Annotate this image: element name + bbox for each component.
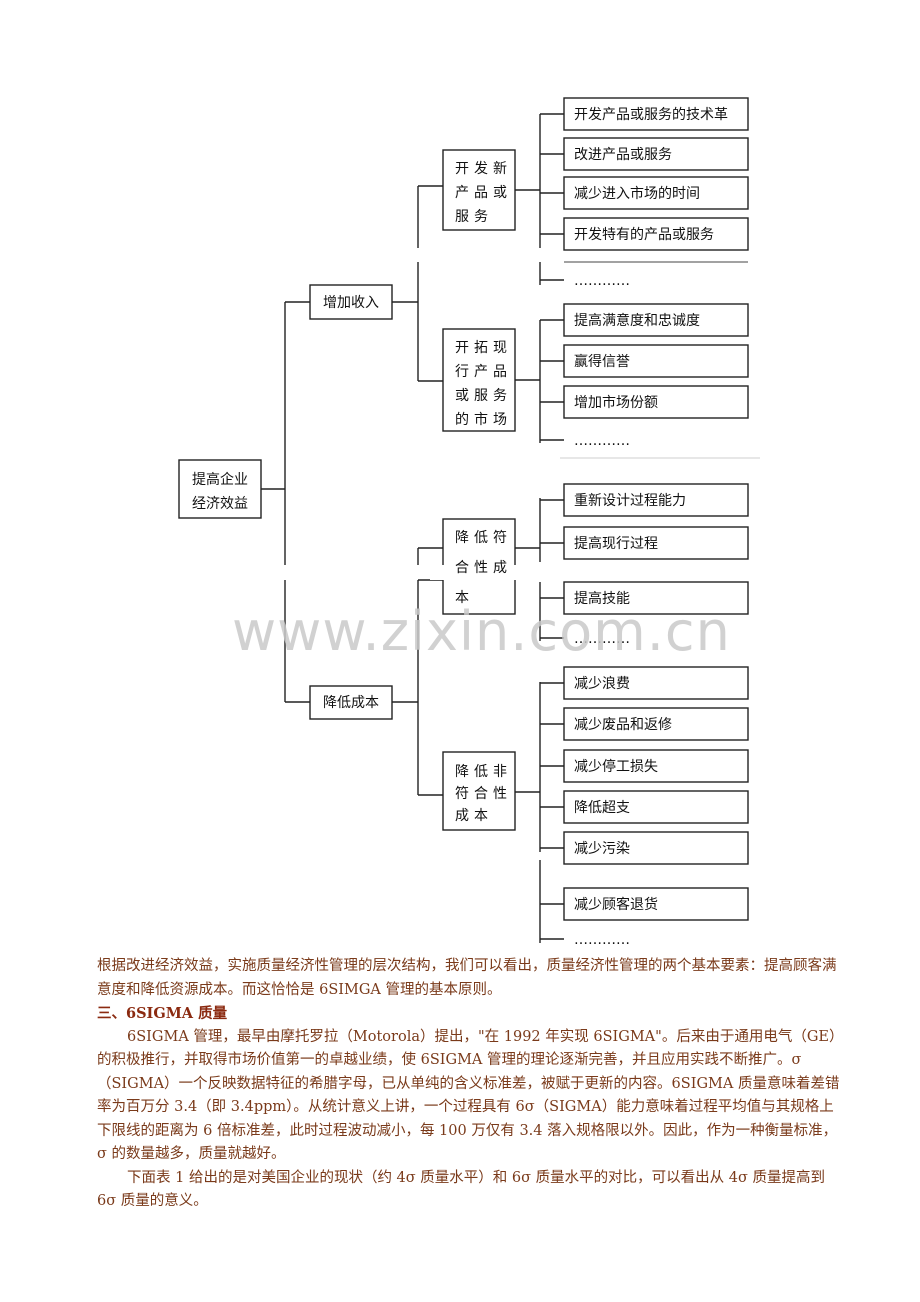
node-nonconformance-label-line: 符合性 (455, 786, 512, 802)
root-label-1: 提高企业 (192, 471, 248, 488)
section-heading: 三、6SIGMA 质量 (97, 1005, 228, 1022)
leaf-label: 提高现行过程 (574, 535, 658, 552)
leaf-label: 减少顾客退货 (574, 896, 658, 913)
branch-increase-box (309, 284, 393, 320)
leaf-label: 减少废品和返修 (574, 717, 672, 733)
leaf-label: 重新设计过程能力 (574, 493, 686, 509)
watermark: www.zixin.com.cn (232, 600, 731, 663)
body-text: 根据改进经济效益，实施质量经济性管理的层次结构，我们可以看出，质量经济性管理的两… (97, 955, 842, 1214)
root-box (178, 459, 262, 519)
leaf-box (563, 385, 749, 419)
node-develop-market-box (442, 328, 516, 432)
node-nonconformance-box (442, 751, 516, 831)
leaf-label: 改进产品或服务 (574, 147, 672, 163)
node-nonconformance-label-line: 降低非 (455, 764, 512, 780)
leaf-ellipsis: ………… (574, 273, 630, 289)
leaf-box (563, 526, 749, 560)
leaf-box (563, 831, 749, 865)
leaf-label: 赢得信誉 (574, 353, 630, 370)
leaf-ellipsis: ………… (574, 631, 630, 647)
leaf-box (563, 137, 749, 171)
leaf-label: 提高技能 (574, 590, 630, 607)
leaf-label: 开发特有的产品或服务 (574, 227, 714, 243)
branch-decrease-box (309, 685, 393, 720)
leaf-label: 开发产品或服务的技术革 (574, 107, 728, 123)
node-develop-new-label-line: 开发新 (455, 161, 512, 177)
paragraph-table-intro: 下面表 1 给出的是对美国企业的现状（约 4σ 质量水平）和 6σ 质量水平的对… (97, 1169, 825, 1210)
leaf-label: 提高满意度和忠诚度 (574, 312, 700, 329)
leaf-box (563, 97, 749, 131)
branch-increase-label: 增加收入 (323, 295, 379, 311)
node-conformance-label-line: 合性成 (455, 560, 512, 576)
leaf-label: 减少停工损失 (574, 758, 658, 775)
leaf-box (563, 217, 749, 251)
node-develop-new-label-line: 服务 (455, 209, 493, 225)
node-conformance-label-line: 本 (455, 590, 474, 606)
leaf-box (563, 483, 749, 517)
leaf-label: 减少浪费 (574, 676, 630, 692)
leaf-box (563, 176, 749, 210)
leaf-ellipsis: ………… (574, 932, 630, 948)
leaf-box (563, 707, 749, 741)
leaf-label: 减少进入市场的时间 (574, 185, 700, 202)
leaf-label: 减少污染 (574, 841, 630, 857)
node-develop-market-label-line: 开拓现 (455, 340, 512, 356)
leaf-box (563, 790, 749, 824)
paragraph-summary: 根据改进经济效益，实施质量经济性管理的层次结构，我们可以看出，质量经济性管理的两… (97, 958, 837, 998)
leaf-box (563, 749, 749, 783)
node-develop-new-label-line: 产品或 (455, 185, 512, 201)
branch-decrease-label: 降低成本 (323, 695, 379, 711)
paragraph-6sigma: 6SIGMA 管理，最早由摩托罗拉（Motorola）提出，"在 1992 年实… (97, 1028, 840, 1163)
node-develop-market-label-line: 行产品 (455, 364, 512, 380)
node-develop-new-box (442, 149, 516, 231)
node-nonconformance-label-line: 成本 (455, 808, 493, 824)
leaf-box (563, 581, 749, 615)
node-develop-market-label-line: 的市场 (455, 411, 512, 428)
leaf-box (563, 303, 749, 337)
root-label-2: 经济效益 (192, 496, 248, 512)
leaf-label: 增加市场份额 (574, 394, 658, 411)
node-develop-market-label-line: 或服务 (455, 388, 512, 404)
leaf-box (563, 344, 749, 378)
leaf-box (563, 887, 749, 921)
leaf-label: 降低超支 (574, 800, 630, 816)
leaf-box (563, 666, 749, 700)
node-conformance-label-line: 降低符 (455, 530, 512, 546)
leaf-ellipsis: ………… (574, 433, 630, 449)
